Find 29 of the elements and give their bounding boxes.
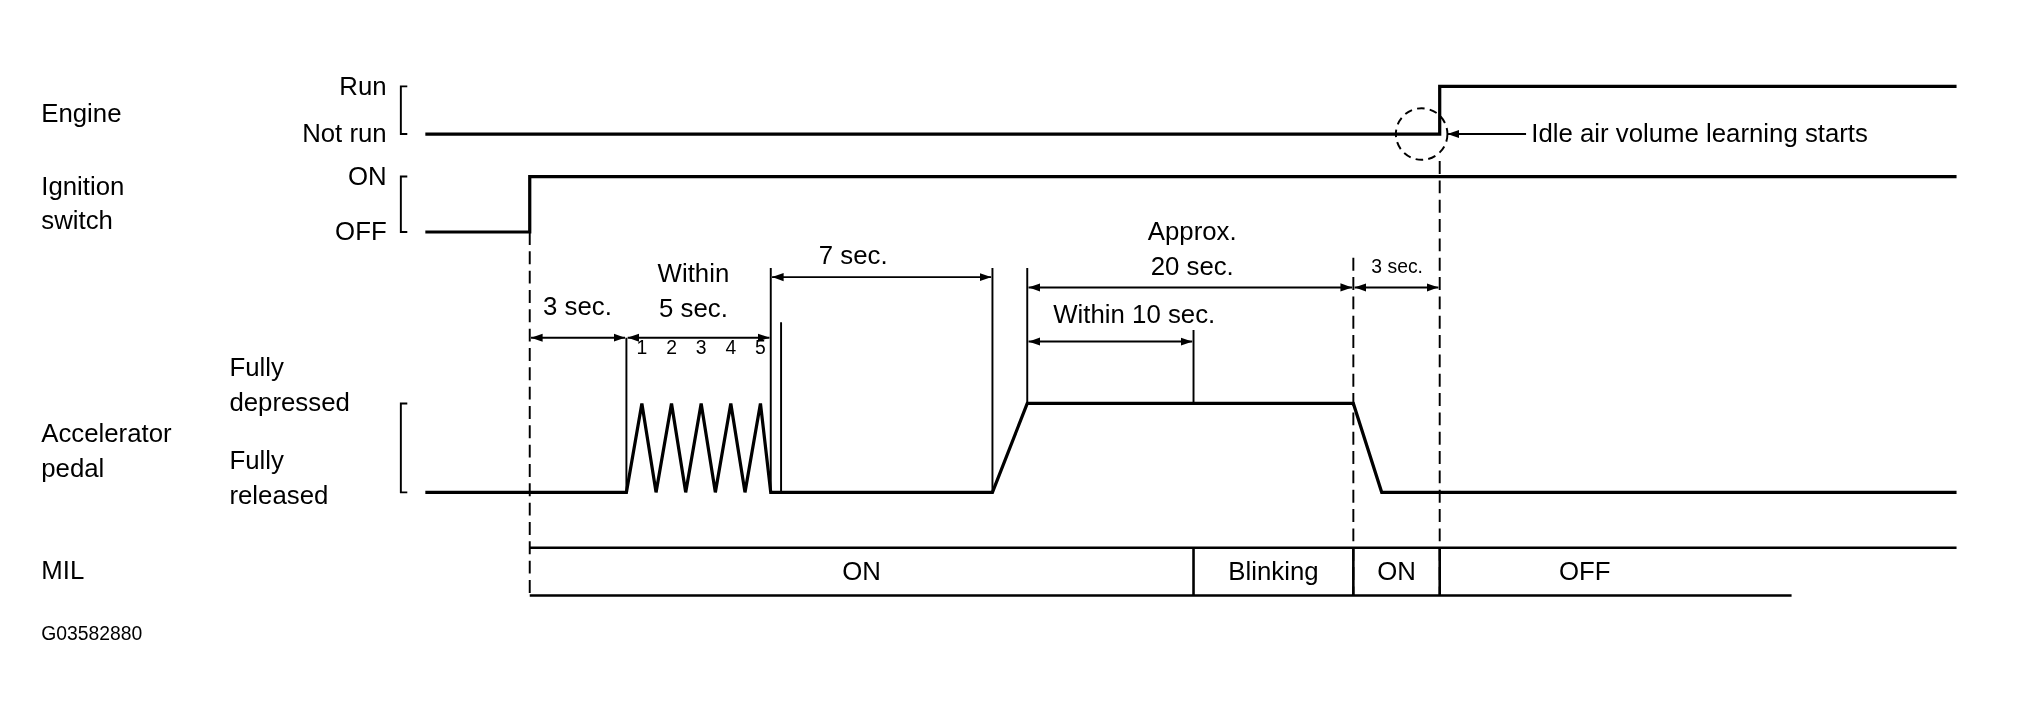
row-label: Ignition switch [41, 170, 126, 237]
state-label: Blinking [1193, 547, 1354, 596]
level-label: OFF [335, 216, 387, 248]
count-number: 5 [755, 335, 766, 361]
count-number: 2 [666, 335, 677, 361]
level-label: Fully released [229, 444, 330, 512]
duration-label: Approx. 20 sec. [1146, 215, 1238, 282]
level-label: ON [348, 160, 387, 193]
row-label: MIL [41, 555, 85, 587]
count-number: 4 [725, 335, 737, 361]
duration-label: 7 sec. [818, 239, 888, 271]
count-number: 3 [695, 335, 707, 361]
leader-line [1446, 130, 1528, 139]
level-label: Fully depressed [229, 352, 351, 419]
state-label: ON [529, 547, 1194, 596]
duration-label: 3 sec. [543, 290, 612, 323]
row-label: Accelerator pedal [41, 417, 173, 485]
dashed-circle [1394, 107, 1449, 161]
figure-id: G03582880 [41, 621, 143, 647]
state-label: ON [1353, 547, 1440, 596]
duration-label: Within 10 sec. [1053, 298, 1216, 331]
row-label: Engine [41, 97, 122, 129]
callout-text: Idle air volume learning starts [1531, 116, 1868, 152]
duration-label: 3 sec. [1371, 254, 1423, 279]
state-label: OFF [1439, 547, 1730, 596]
level-label: Run [339, 70, 387, 102]
duration-label: Within 5 sec. [656, 258, 731, 325]
level-label: Not run [302, 118, 387, 150]
count-number: 1 [636, 335, 648, 361]
